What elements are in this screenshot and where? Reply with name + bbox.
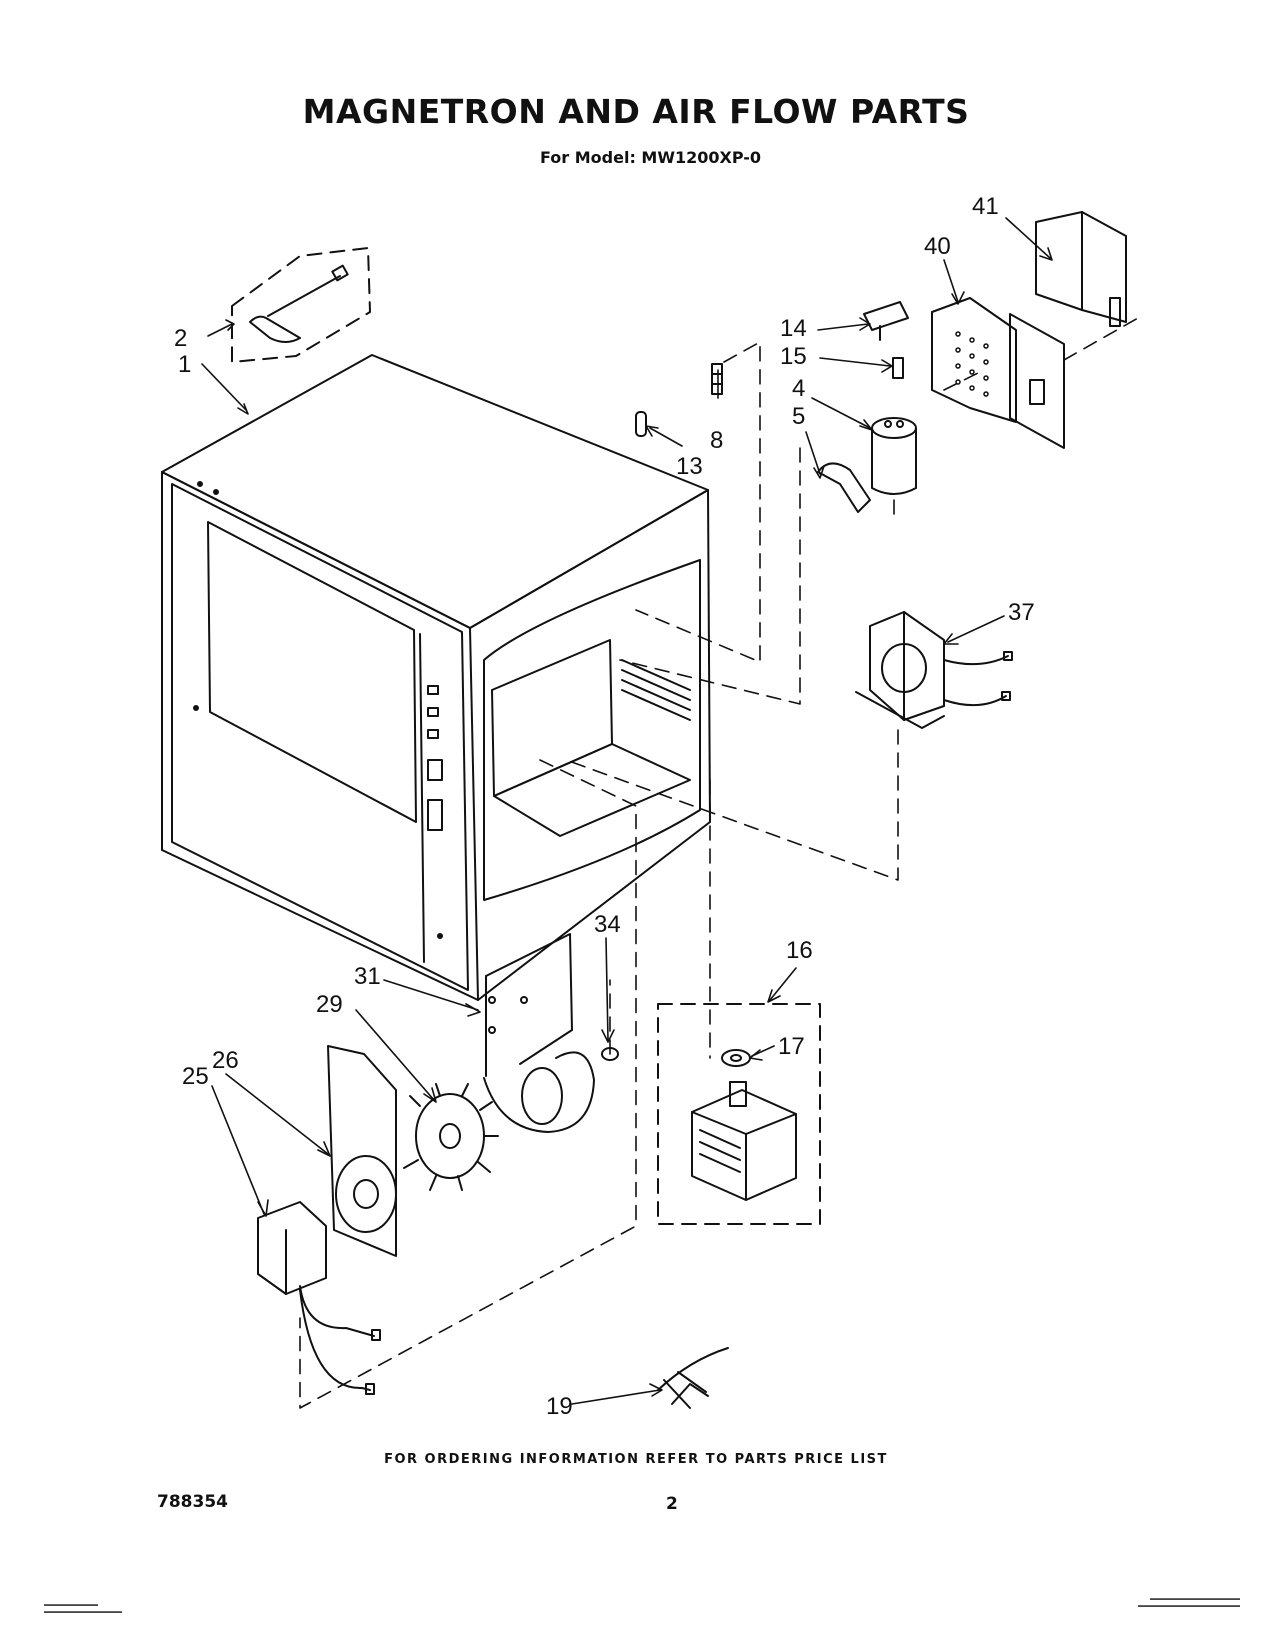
- part-16-magnetron: [691, 1081, 797, 1201]
- document-number: 788354: [157, 1492, 228, 1512]
- callout-37: 37: [1008, 599, 1035, 626]
- page-number: 2: [666, 1494, 678, 1514]
- part-17-gasket: [721, 1049, 751, 1067]
- part-40-air-guide: [931, 297, 1065, 449]
- page-title: MAGNETRON AND AIR FLOW PARTS: [302, 92, 970, 131]
- part-2-screw-clip: [231, 247, 371, 363]
- part-16-magnetron-group: [657, 1003, 821, 1225]
- part-25-fan-motor: [257, 1201, 381, 1395]
- part-37-transformer: [855, 611, 1013, 729]
- part-15-diode: [892, 357, 904, 379]
- part-5-capacitor-bracket: [817, 462, 871, 513]
- callout-numbers: 2 1 14 15 4 5 8 13 41 40 37 16 17 34 31 …: [174, 193, 1035, 1420]
- callout-13: 13: [676, 453, 703, 480]
- part-26-fan-plate: [327, 1045, 397, 1257]
- callout-29: 29: [316, 991, 343, 1018]
- part-41-cover: [1035, 211, 1127, 327]
- part-8-fastener: [711, 363, 723, 395]
- part-14-terminal-cap: [863, 301, 909, 341]
- callout-31: 31: [354, 963, 381, 990]
- callout-leaders: [201, 217, 1053, 1405]
- part-1-cabinet: [161, 354, 711, 1001]
- callout-40: 40: [924, 233, 951, 260]
- fine-print-left: ▬▬▬▬▬▬▬▬▬▬▬▬▬▬▬▬▬▬▬▬▬▬: [44, 1602, 122, 1615]
- callout-19: 19: [546, 1393, 573, 1420]
- fine-print-right: ▬▬▬▬▬▬▬▬▬▬▬▬▬▬▬▬▬▬▬▬▬▬▬▬▬▬▬▬▬▬▬▬: [1138, 1596, 1240, 1609]
- callout-2: 2: [174, 325, 187, 352]
- callout-4: 4: [792, 375, 805, 402]
- ordering-note: FOR ORDERING INFORMATION REFER TO PARTS …: [384, 1452, 888, 1467]
- callout-25: 25: [182, 1063, 209, 1090]
- callout-8: 8: [710, 427, 723, 454]
- part-19-wire-tie: [657, 1347, 729, 1409]
- callout-14: 14: [780, 315, 807, 342]
- model-subtitle: For Model: MW1200XP-0: [540, 148, 762, 167]
- callout-15: 15: [780, 343, 807, 370]
- callout-16: 16: [786, 937, 813, 964]
- callout-17: 17: [778, 1033, 805, 1060]
- callout-26: 26: [212, 1047, 239, 1074]
- part-31-blower-housing: [483, 933, 595, 1133]
- callout-1: 1: [178, 351, 191, 378]
- part-13-fuse: [635, 411, 647, 437]
- callout-5: 5: [792, 403, 805, 430]
- part-29-fan-blade: [403, 1083, 499, 1191]
- assembly-guide-lines: [299, 317, 1139, 1409]
- callout-41: 41: [972, 193, 999, 220]
- part-4-capacitor: [871, 417, 917, 495]
- callout-34: 34: [594, 911, 621, 938]
